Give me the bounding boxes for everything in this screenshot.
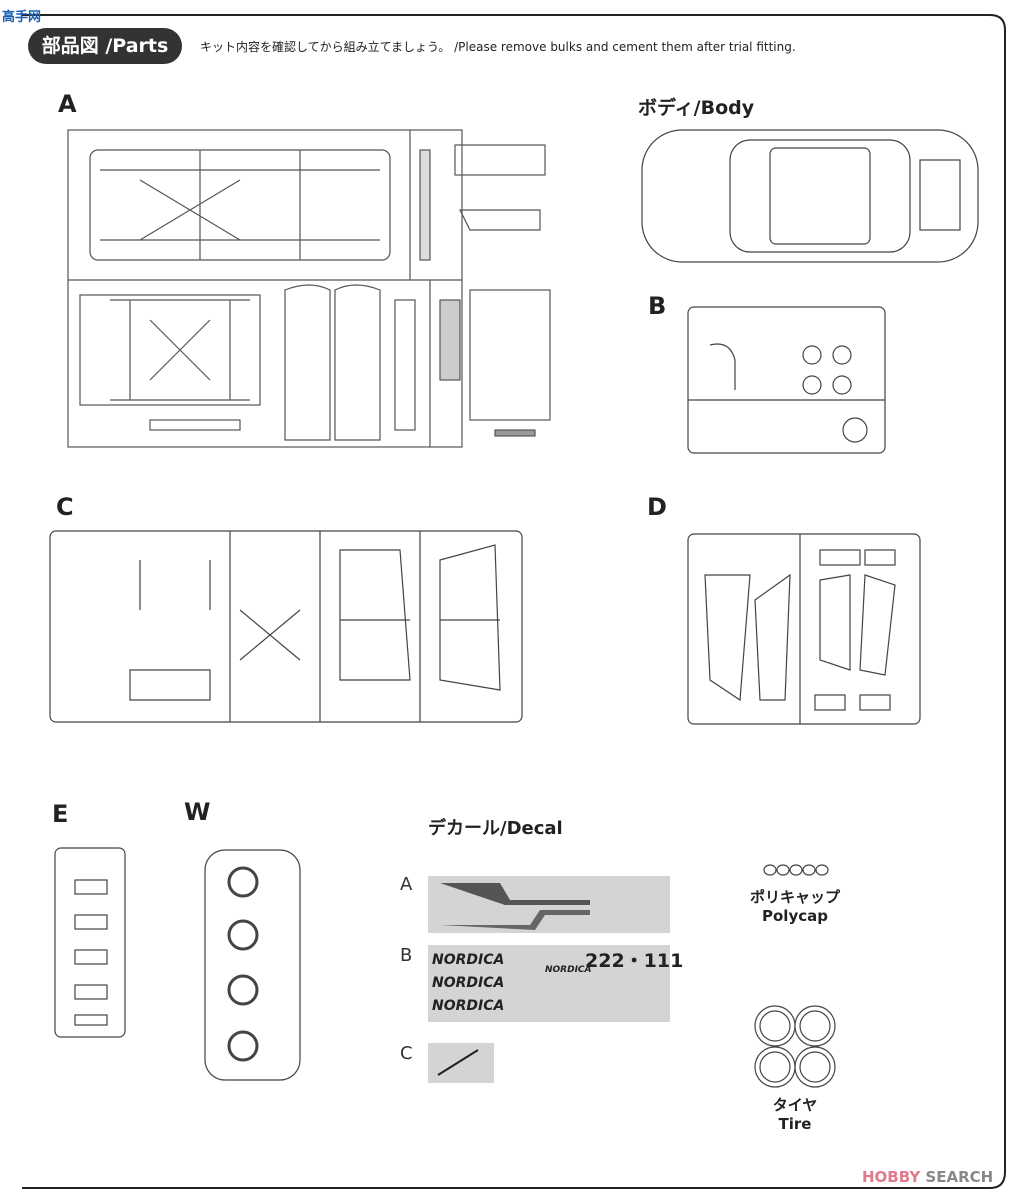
decal-nordica-1: NORDICA bbox=[432, 952, 505, 968]
polycap-label-en: Polycap bbox=[762, 907, 828, 925]
sprue-c bbox=[49, 530, 523, 723]
body-shell bbox=[641, 129, 979, 263]
decal-b-label: B bbox=[400, 945, 413, 966]
watermark-brand2: SEARCH bbox=[920, 1168, 994, 1186]
sprue-w bbox=[204, 849, 301, 1081]
header-note: キット内容を確認してから組み立てましょう。 /Please remove bul… bbox=[200, 40, 796, 54]
parts-header-pill: 部品図 /Parts bbox=[28, 28, 182, 64]
section-label-decal: デカール/Decal bbox=[428, 818, 563, 839]
polycap-label-jp: ポリキャップ bbox=[750, 888, 841, 906]
sprue-d bbox=[687, 533, 921, 725]
polycap-parts bbox=[763, 864, 829, 876]
section-label-body: ボディ/Body bbox=[638, 97, 755, 119]
tire-label: タイヤ Tire bbox=[755, 1094, 835, 1133]
section-label-w: W bbox=[184, 798, 211, 826]
section-label-c: C bbox=[56, 493, 74, 521]
watermark-logo-top: 高手网 bbox=[2, 6, 41, 25]
page-border bbox=[22, 14, 1006, 1189]
decal-nordica-4: NORDICA bbox=[545, 965, 592, 975]
watermark-brand1: HOBBY bbox=[862, 1168, 921, 1186]
polycap-label: ポリキャップ Polycap bbox=[750, 886, 840, 925]
section-label-b: B bbox=[648, 292, 667, 320]
tire-label-en: Tire bbox=[778, 1115, 812, 1133]
section-label-d: D bbox=[647, 493, 667, 521]
decal-nordica-3: NORDICA bbox=[432, 998, 505, 1014]
tire-label-jp: タイヤ bbox=[772, 1096, 818, 1114]
tire-parts bbox=[754, 1005, 836, 1088]
section-label-e: E bbox=[52, 800, 69, 828]
watermark-hobby-search: HOBBY SEARCH bbox=[862, 1168, 993, 1186]
decal-c-label: C bbox=[400, 1043, 413, 1064]
decal-sheets bbox=[428, 876, 670, 1083]
sprue-e bbox=[54, 847, 126, 1038]
sprue-a bbox=[67, 129, 551, 448]
section-label-a: A bbox=[58, 90, 77, 118]
watermark-text: 高手网 bbox=[2, 10, 42, 25]
decal-race-number: 222・111 bbox=[585, 950, 684, 972]
decal-nordica-2: NORDICA bbox=[432, 975, 505, 991]
decal-a-label: A bbox=[400, 874, 413, 895]
sprue-b bbox=[687, 306, 886, 454]
